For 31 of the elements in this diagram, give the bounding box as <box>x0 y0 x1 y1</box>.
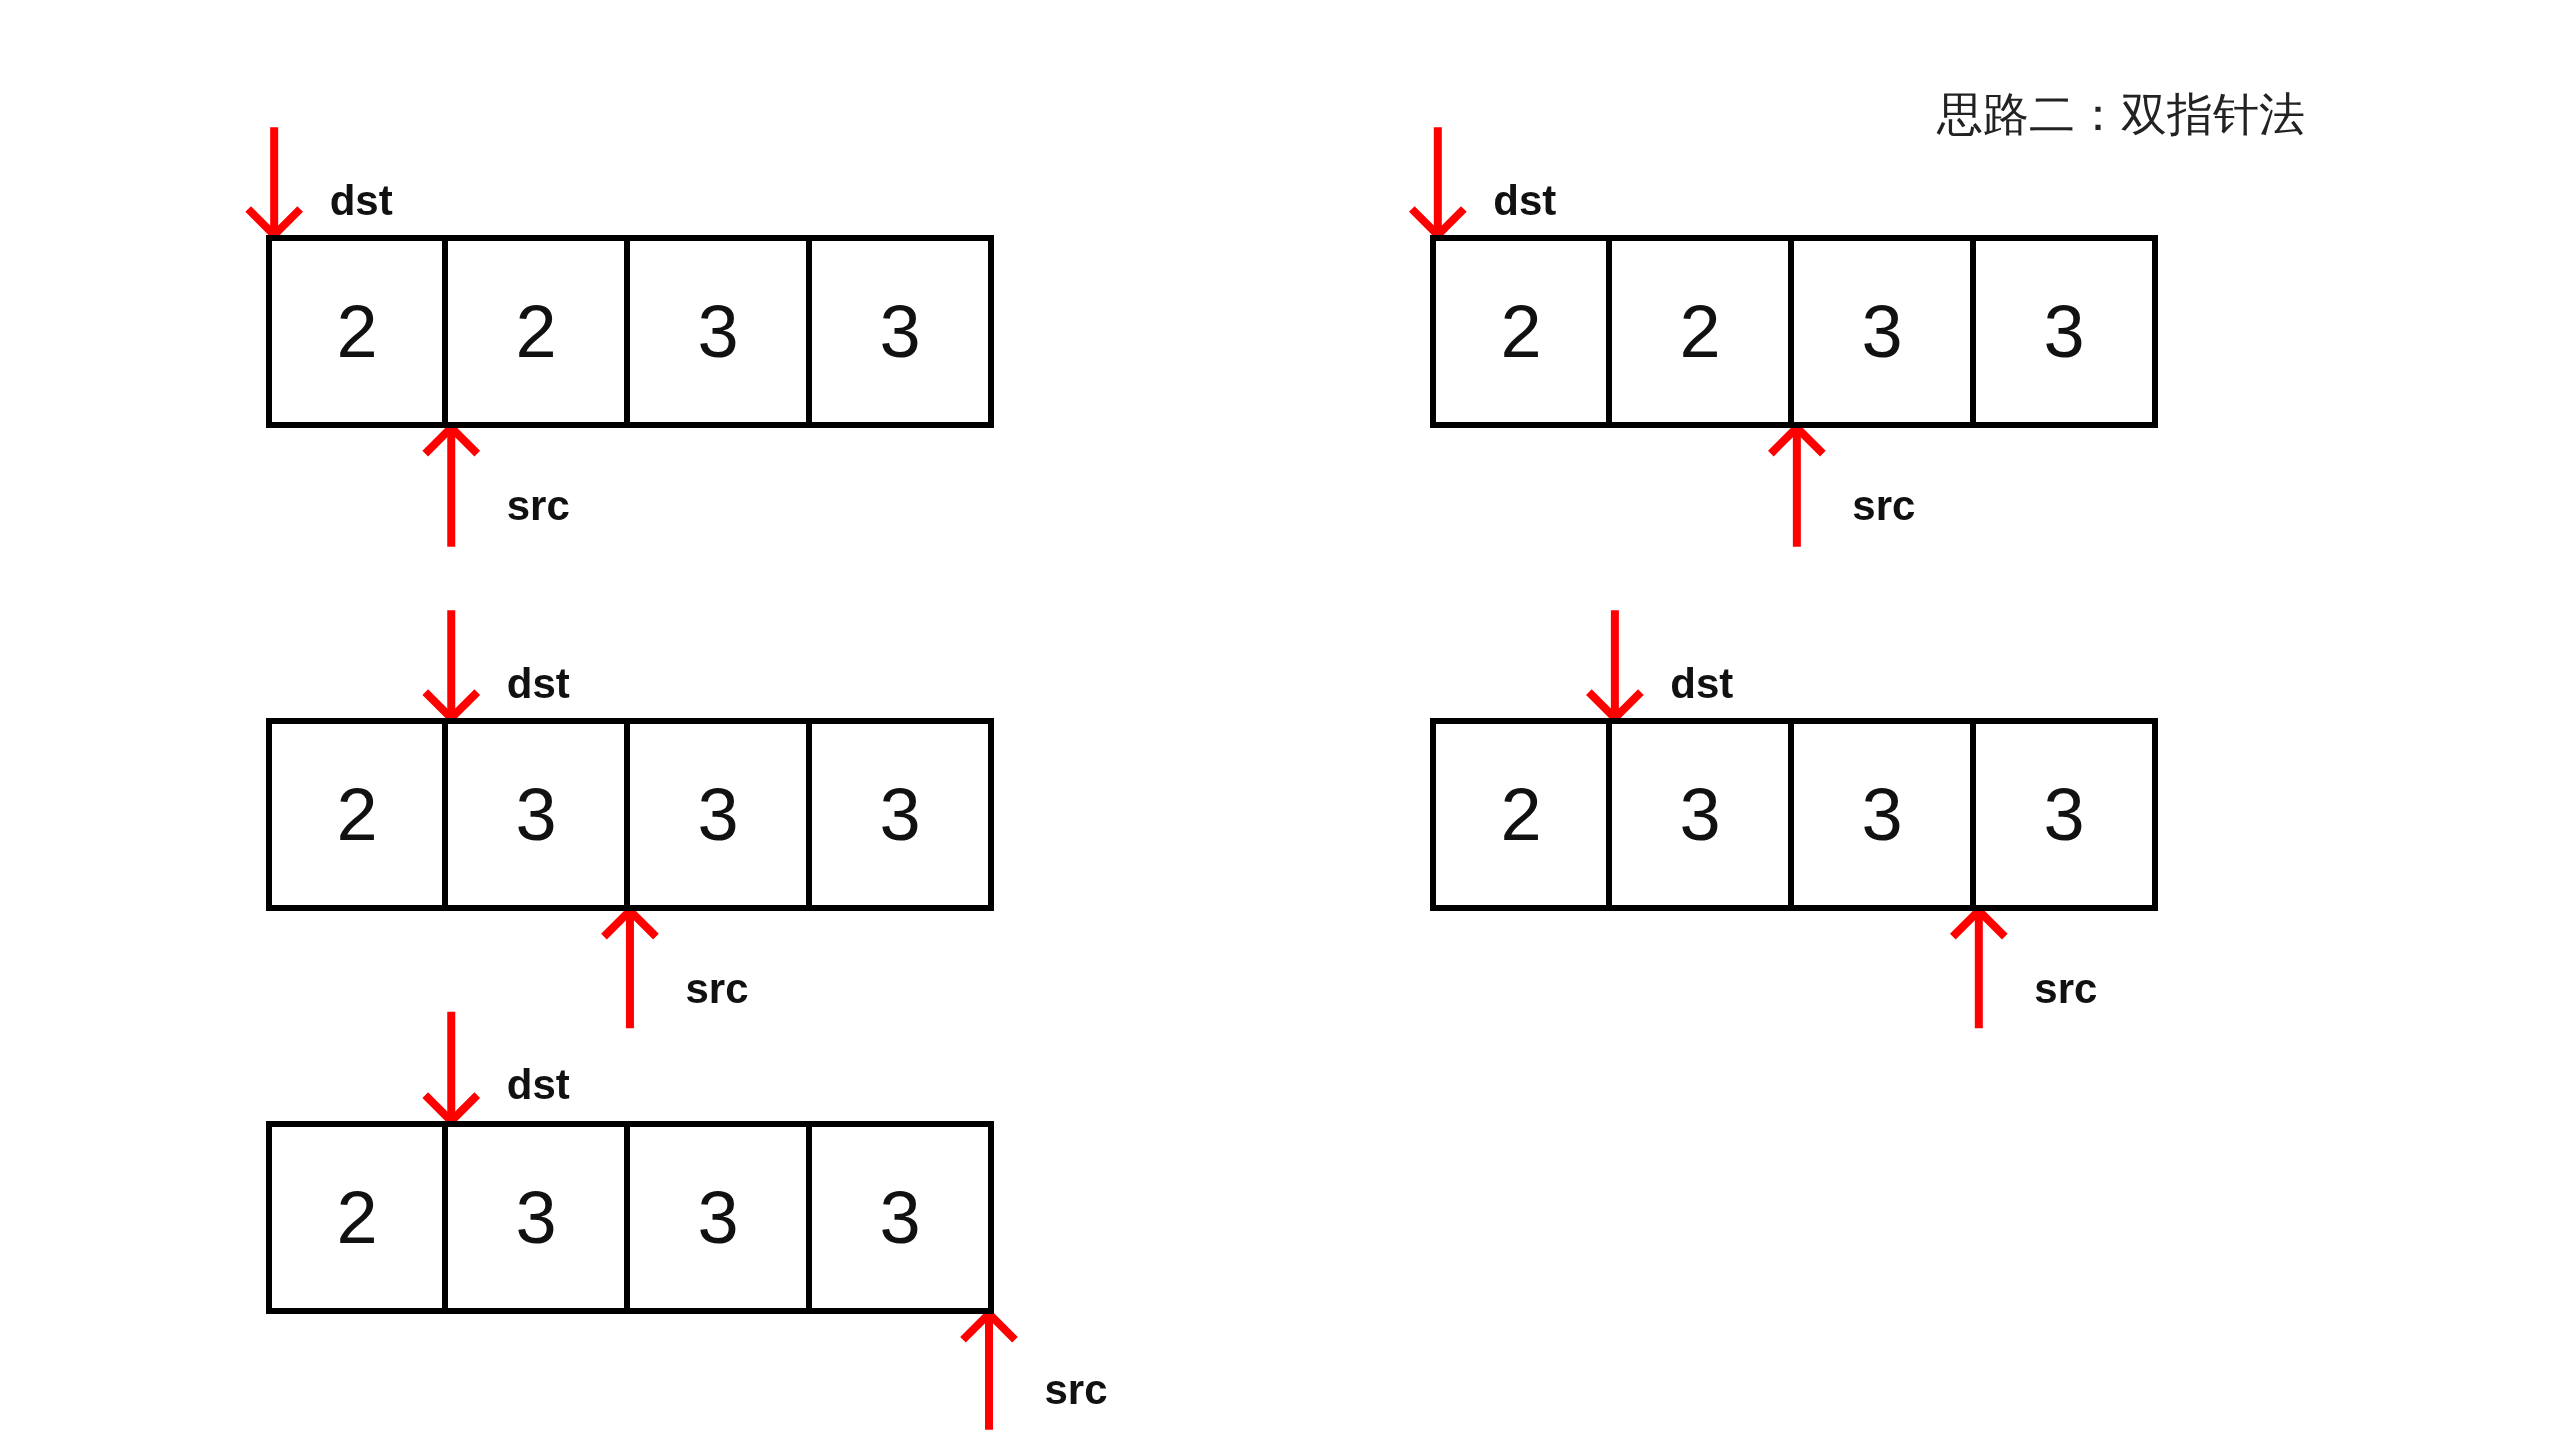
array-cell: 2 <box>448 235 630 428</box>
array-cell: 3 <box>630 1121 812 1314</box>
pointer-label: src <box>685 968 749 1010</box>
array-cell: 3 <box>1794 718 1976 911</box>
array-cell: 3 <box>1794 235 1976 428</box>
pointer-label: dst <box>506 1064 570 1107</box>
pointer-label: src <box>1852 484 1916 527</box>
array-cell: 3 <box>448 718 630 911</box>
array-cell: 3 <box>812 235 994 428</box>
pointer-label: dst <box>506 662 570 705</box>
array-cell: 2 <box>266 235 448 428</box>
array-cell: 3 <box>812 1121 994 1314</box>
title: 思路二：双指针法 <box>1937 91 2306 138</box>
pointer-label: src <box>2034 968 2098 1010</box>
array-cell: 3 <box>1976 235 2158 428</box>
array-cell: 3 <box>812 718 994 911</box>
array-cell: 2 <box>266 1121 448 1314</box>
pointer-label: dst <box>1670 662 1734 705</box>
array-cell: 3 <box>630 718 812 911</box>
pointer-label: src <box>1044 1369 1108 1412</box>
array-cell: 3 <box>1976 718 2158 911</box>
array-cell: 2 <box>1430 718 1612 911</box>
array-cell: 3 <box>630 235 812 428</box>
array-cell: 2 <box>1612 235 1794 428</box>
array-cell: 3 <box>448 1121 630 1314</box>
array-cell: 2 <box>266 718 448 911</box>
array-cell: 2 <box>1430 235 1612 428</box>
pointer-label: dst <box>329 179 393 222</box>
pointer-label: src <box>506 484 570 527</box>
pointer-label: dst <box>1493 179 1557 222</box>
array-cell: 3 <box>1612 718 1794 911</box>
